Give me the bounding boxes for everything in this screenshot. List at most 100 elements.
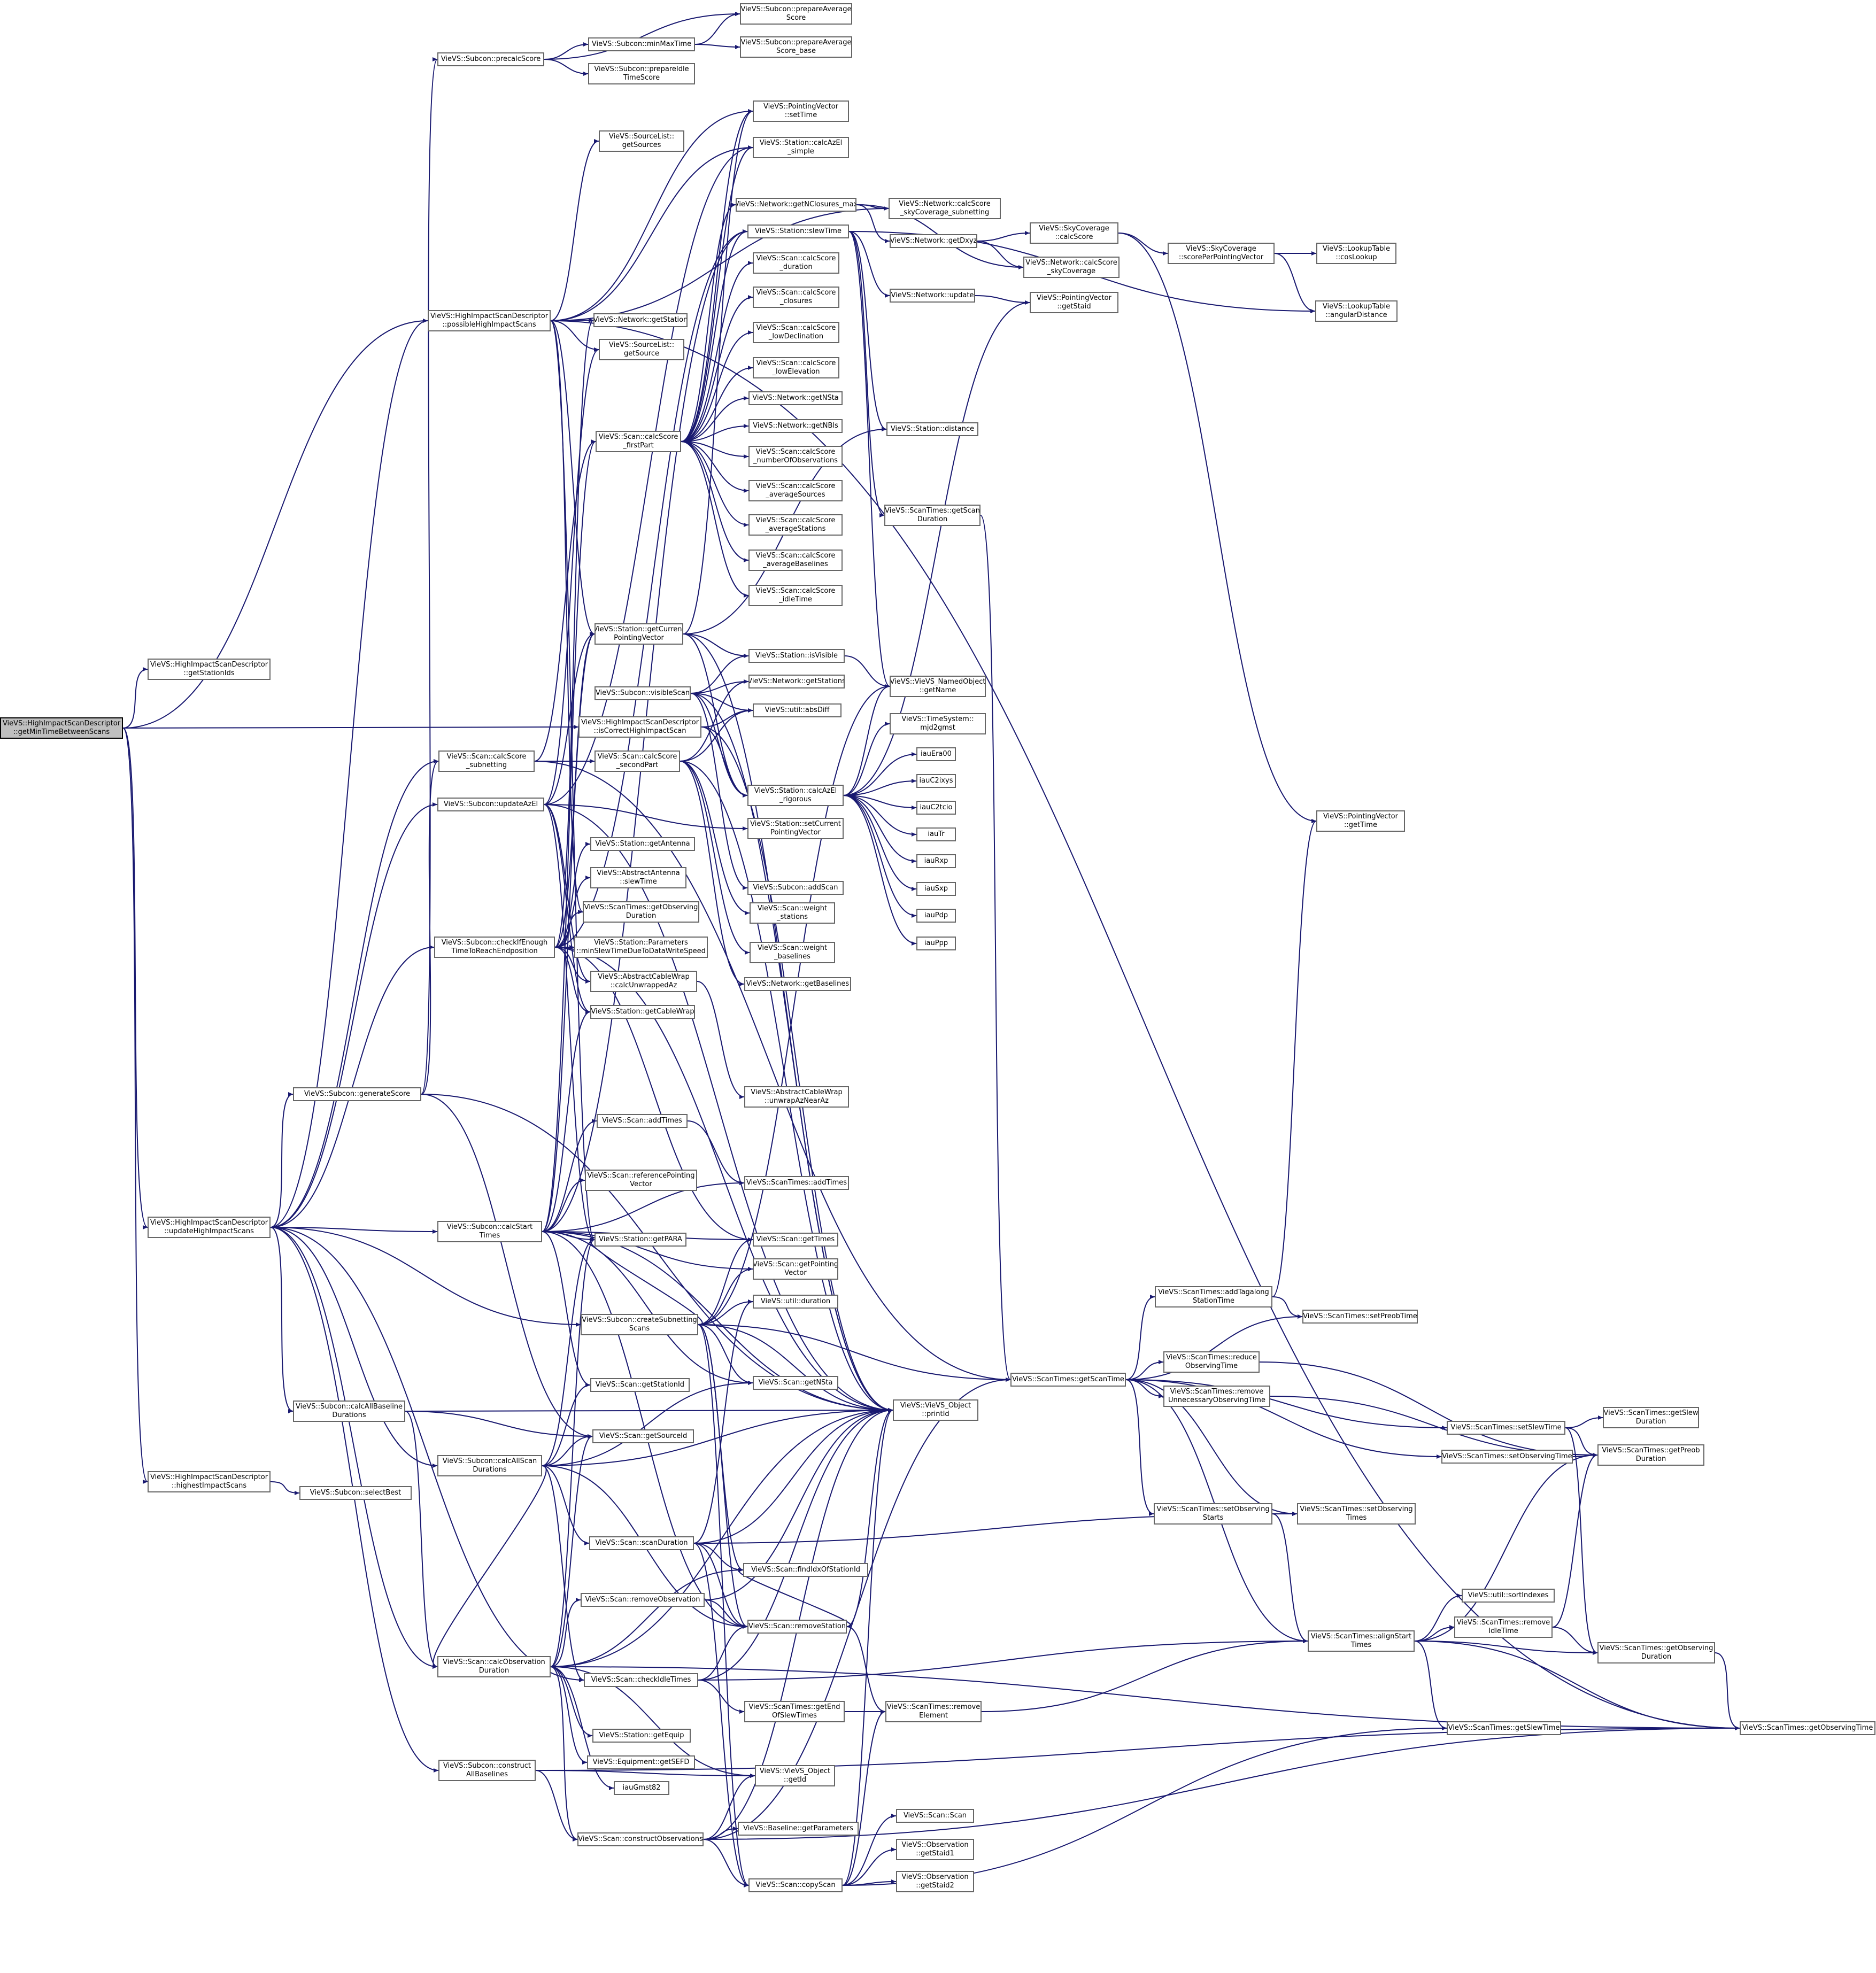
node-create-sub-scans[interactable]: VieVS::Subcon::createSubnetting Scans — [581, 1314, 698, 1335]
node-sc-calc-obs-dur[interactable]: VieVS::Scan::calcObservation Duration — [437, 1656, 551, 1677]
node-st-add-tagalong[interactable]: VieVS::ScanTimes::addTagalong StationTim… — [1155, 1286, 1272, 1307]
node-get-n-closures-max[interactable]: VieVS::Network::getNClosures_max — [736, 198, 856, 212]
node-is-correct[interactable]: VieVS::HighImpactScanDescriptor ::isCorr… — [578, 716, 701, 738]
node-get-dxyz[interactable]: VieVS::Network::getDxyz — [890, 234, 977, 248]
node-possible-h-i-s[interactable]: VieVS::HighImpactScanDescriptor ::possib… — [428, 310, 551, 331]
node-obj-print-id[interactable]: VieVS::VieVS_Object ::printId — [893, 1399, 978, 1421]
node-st-get-obs-dur2[interactable]: VieVS::ScanTimes::getObserving Duration — [1597, 1642, 1715, 1663]
node-st-get-slew-dur[interactable]: VieVS::ScanTimes::getSlew Duration — [1603, 1407, 1699, 1428]
node-sc-weight-sta[interactable]: VieVS::Scan::weight _stations — [750, 902, 835, 924]
node-prep-avg-score-base[interactable]: VieVS::Subcon::prepareAverage Score_base — [740, 36, 852, 58]
node-st-reduce-obs[interactable]: VieVS::ScanTimes::reduce ObservingTime — [1163, 1351, 1260, 1373]
node-pv-get-staid[interactable]: VieVS::PointingVector ::getStaid — [1030, 292, 1118, 313]
node-sta-get-cur-p-v[interactable]: VieVS::Station::getCurrent PointingVecto… — [595, 623, 683, 645]
node-obs-get-staid1[interactable]: VieVS::Observation ::getStaid1 — [896, 1839, 974, 1860]
node-sc-weight-bl[interactable]: VieVS::Scan::weight _baselines — [750, 942, 835, 963]
node-sub-select-best[interactable]: VieVS::Subcon::selectBest — [299, 1486, 412, 1500]
node-net-get-baselines[interactable]: VieVS::Network::getBaselines — [744, 977, 851, 991]
node-score-per-p-v[interactable]: VieVS::SkyCoverage ::scorePerPointingVec… — [1168, 243, 1275, 264]
node-slew-time[interactable]: VieVS::Station::slewTime — [747, 225, 849, 238]
node-sub-add-scan[interactable]: VieVS::Subcon::addScan — [747, 881, 844, 895]
node-sc-scan-duration[interactable]: VieVS::Scan::scanDuration — [589, 1536, 694, 1550]
node-st-get-scan-time[interactable]: VieVS::ScanTimes::getScanTime — [1010, 1373, 1126, 1387]
node-obs-get-staid2[interactable]: VieVS::Observation ::getStaid2 — [896, 1871, 974, 1892]
node-obj-get-id[interactable]: VieVS::VieVS_Object ::getId — [755, 1765, 835, 1786]
node-st-get-preob-dur[interactable]: VieVS::ScanTimes::getPreob Duration — [1597, 1444, 1704, 1466]
node-iau-tr[interactable]: iauTr — [916, 827, 956, 841]
node-sc-idle[interactable]: VieVS::Scan::calcScore _idleTime — [748, 585, 843, 606]
node-sc-get-times[interactable]: VieVS::Scan::getTimes — [753, 1233, 838, 1247]
node-acw-calc-unwrapped[interactable]: VieVS::AbstractCableWrap ::calcUnwrapped… — [590, 971, 697, 992]
node-net-get-n-sta[interactable]: VieVS::Network::getNSta — [748, 391, 843, 405]
node-st-align-start[interactable]: VieVS::ScanTimes::alignStart Times — [1308, 1630, 1415, 1652]
node-ang-dist[interactable]: VieVS::LookupTable ::angularDistance — [1315, 300, 1398, 322]
node-sc-first-part[interactable]: VieVS::Scan::calcScore _firstPart — [596, 431, 681, 452]
node-update-h-i-s[interactable]: VieVS::HighImpactScanDescriptor ::update… — [148, 1217, 271, 1238]
node-calc-all-bl[interactable]: VieVS::Subcon::calcAllBaseline Durations — [293, 1401, 405, 1422]
node-st-set-obs-times[interactable]: VieVS::ScanTimes::setObserving Times — [1297, 1503, 1416, 1525]
node-sc-avg-src[interactable]: VieVS::Scan::calcScore _averageSources — [748, 480, 843, 501]
node-sc-calc-score-sub[interactable]: VieVS::Scan::calcScore _subnetting — [438, 750, 535, 772]
node-st-remove-unnecessary[interactable]: VieVS::ScanTimes::remove UnnecessaryObse… — [1163, 1386, 1270, 1407]
node-sta-get-cable-wrap[interactable]: VieVS::Station::getCableWrap — [590, 1005, 695, 1019]
node-net-get-n-bls[interactable]: VieVS::Network::getNBls — [748, 419, 843, 433]
node-get-sources[interactable]: VieVS::SourceList:: getSources — [599, 130, 684, 152]
node-abs-ant-slew[interactable]: VieVS::AbstractAntenna ::slewTime — [590, 867, 686, 888]
node-visible-scan[interactable]: VieVS::Subcon::visibleScan — [595, 686, 691, 700]
node-generate-score[interactable]: VieVS::Subcon::generateScore — [293, 1087, 421, 1101]
node-st-set-slew-time[interactable]: VieVS::ScanTimes::setSlewTime — [1447, 1421, 1565, 1435]
node-st-get-obs-time[interactable]: VieVS::ScanTimes::getObservingTime — [1740, 1721, 1875, 1735]
node-named-get-name[interactable]: VieVS::VieVS_NamedObject ::getName — [890, 676, 986, 697]
node-iau-gmst82[interactable]: iauGmst82 — [614, 1781, 669, 1795]
node-calc-start-times[interactable]: VieVS::Subcon::calcStart Times — [437, 1221, 542, 1242]
node-sta-set-cur-p-v[interactable]: VieVS::Station::setCurrent PointingVecto… — [747, 818, 844, 839]
node-sc-avg-sta[interactable]: VieVS::Scan::calcScore _averageStations — [748, 514, 843, 536]
node-sc-construct-obs[interactable]: VieVS::Scan::constructObservations — [577, 1832, 704, 1846]
node-util-duration[interactable]: VieVS::util::duration — [753, 1295, 838, 1309]
node-sc-ref-p-v[interactable]: VieVS::Scan::referencePointing Vector — [585, 1170, 697, 1191]
node-st-get-scan-dur[interactable]: VieVS::ScanTimes::getScan Duration — [884, 505, 981, 526]
node-sc-remove-obs[interactable]: VieVS::Scan::removeObservation — [581, 1593, 705, 1607]
node-iau-rxp[interactable]: iauRxp — [916, 854, 956, 868]
node-sc-get-p-v[interactable]: VieVS::Scan::getPointing Vector — [753, 1258, 838, 1280]
node-sc-copy-scan[interactable]: VieVS::Scan::copyScan — [748, 1878, 843, 1892]
node-root[interactable]: VieVS::HighImpactScanDescriptor ::getMin… — [0, 717, 123, 739]
node-net-sky-cov[interactable]: VieVS::Network::calcScore _skyCoverage — [1023, 257, 1120, 278]
node-st-remove-idle[interactable]: VieVS::ScanTimes::remove IdleTime — [1454, 1616, 1553, 1638]
node-st-get-slew-time[interactable]: VieVS::ScanTimes::getSlewTime — [1447, 1721, 1561, 1735]
node-sta-get-antenna[interactable]: VieVS::Station::getAntenna — [590, 837, 695, 851]
node-sl-get-source[interactable]: VieVS::SourceList:: getSource — [599, 339, 684, 360]
node-acw-unwrap-near[interactable]: VieVS::AbstractCableWrap ::unwrapAzNearA… — [744, 1086, 849, 1108]
node-sta-get-equip[interactable]: VieVS::Station::getEquip — [592, 1729, 691, 1743]
node-cos-lookup[interactable]: VieVS::LookupTable ::cosLookup — [1316, 243, 1396, 264]
node-st-get-obs-dur1[interactable]: VieVS::ScanTimes::getObserving Duration — [583, 901, 699, 923]
node-sc-duration[interactable]: VieVS::Scan::calcScore _duration — [753, 252, 839, 274]
node-bl-get-params[interactable]: VieVS::Baseline::getParameters — [738, 1822, 859, 1836]
node-sky-cov-sub[interactable]: VieVS::Network::calcScore _skyCoverage_s… — [889, 198, 1001, 219]
node-sc-get-source-id[interactable]: VieVS::Scan::getSourceId — [592, 1429, 694, 1443]
node-calc-all-scan-dur[interactable]: VieVS::Subcon::calcAllScan Durations — [437, 1455, 542, 1476]
node-iau-ppp[interactable]: iauPpp — [916, 937, 956, 950]
node-sc-add-times[interactable]: VieVS::Scan::addTimes — [597, 1114, 688, 1128]
node-update-az-el[interactable]: VieVS::Subcon::updateAzEl — [437, 798, 544, 811]
node-net-update[interactable]: VieVS::Network::update — [890, 289, 975, 303]
node-st-remove-elem[interactable]: VieVS::ScanTimes::remove Element — [885, 1701, 982, 1722]
node-get-station-ids[interactable]: VieVS::HighImpactScanDescriptor ::getSta… — [148, 659, 271, 680]
node-sta-get-p-a-r-a[interactable]: VieVS::Station::getPARA — [595, 1233, 686, 1247]
node-iau-pdp[interactable]: iauPdp — [916, 909, 956, 923]
node-sub-construct-bl[interactable]: VieVS::Subcon::construct AllBaselines — [438, 1760, 536, 1781]
node-sc-find-idx[interactable]: VieVS::Scan::findIdxOfStationId — [743, 1563, 868, 1577]
node-sc-check-idle[interactable]: VieVS::Scan::checkIdleTimes — [584, 1673, 698, 1687]
node-st-set-obs-time[interactable]: VieVS::ScanTimes::setObservingTime — [1441, 1450, 1573, 1464]
node-sc-get-n-sta[interactable]: VieVS::Scan::getNSta — [753, 1376, 838, 1390]
node-sta-distance[interactable]: VieVS::Station::distance — [886, 422, 978, 436]
node-min-max-time[interactable]: VieVS::Subcon::minMaxTime — [588, 37, 695, 51]
node-sta-is-visible[interactable]: VieVS::Station::isVisible — [748, 649, 845, 663]
node-st-add-times[interactable]: VieVS::ScanTimes::addTimes — [744, 1176, 849, 1190]
node-eq-get-s-e-f-d[interactable]: VieVS::Equipment::getSEFD — [587, 1755, 695, 1769]
node-util-sort-idx[interactable]: VieVS::util::sortIndexes — [1462, 1589, 1555, 1603]
node-calc-az-el-rig[interactable]: VieVS::Station::calcAzEl _rigorous — [747, 785, 844, 806]
node-st-set-obs-starts[interactable]: VieVS::ScanTimes::setObserving Starts — [1154, 1503, 1272, 1525]
node-sc-closures[interactable]: VieVS::Scan::calcScore _closures — [753, 287, 839, 308]
node-sc-low-dec[interactable]: VieVS::Scan::calcScore _lowDeclination — [753, 322, 839, 343]
